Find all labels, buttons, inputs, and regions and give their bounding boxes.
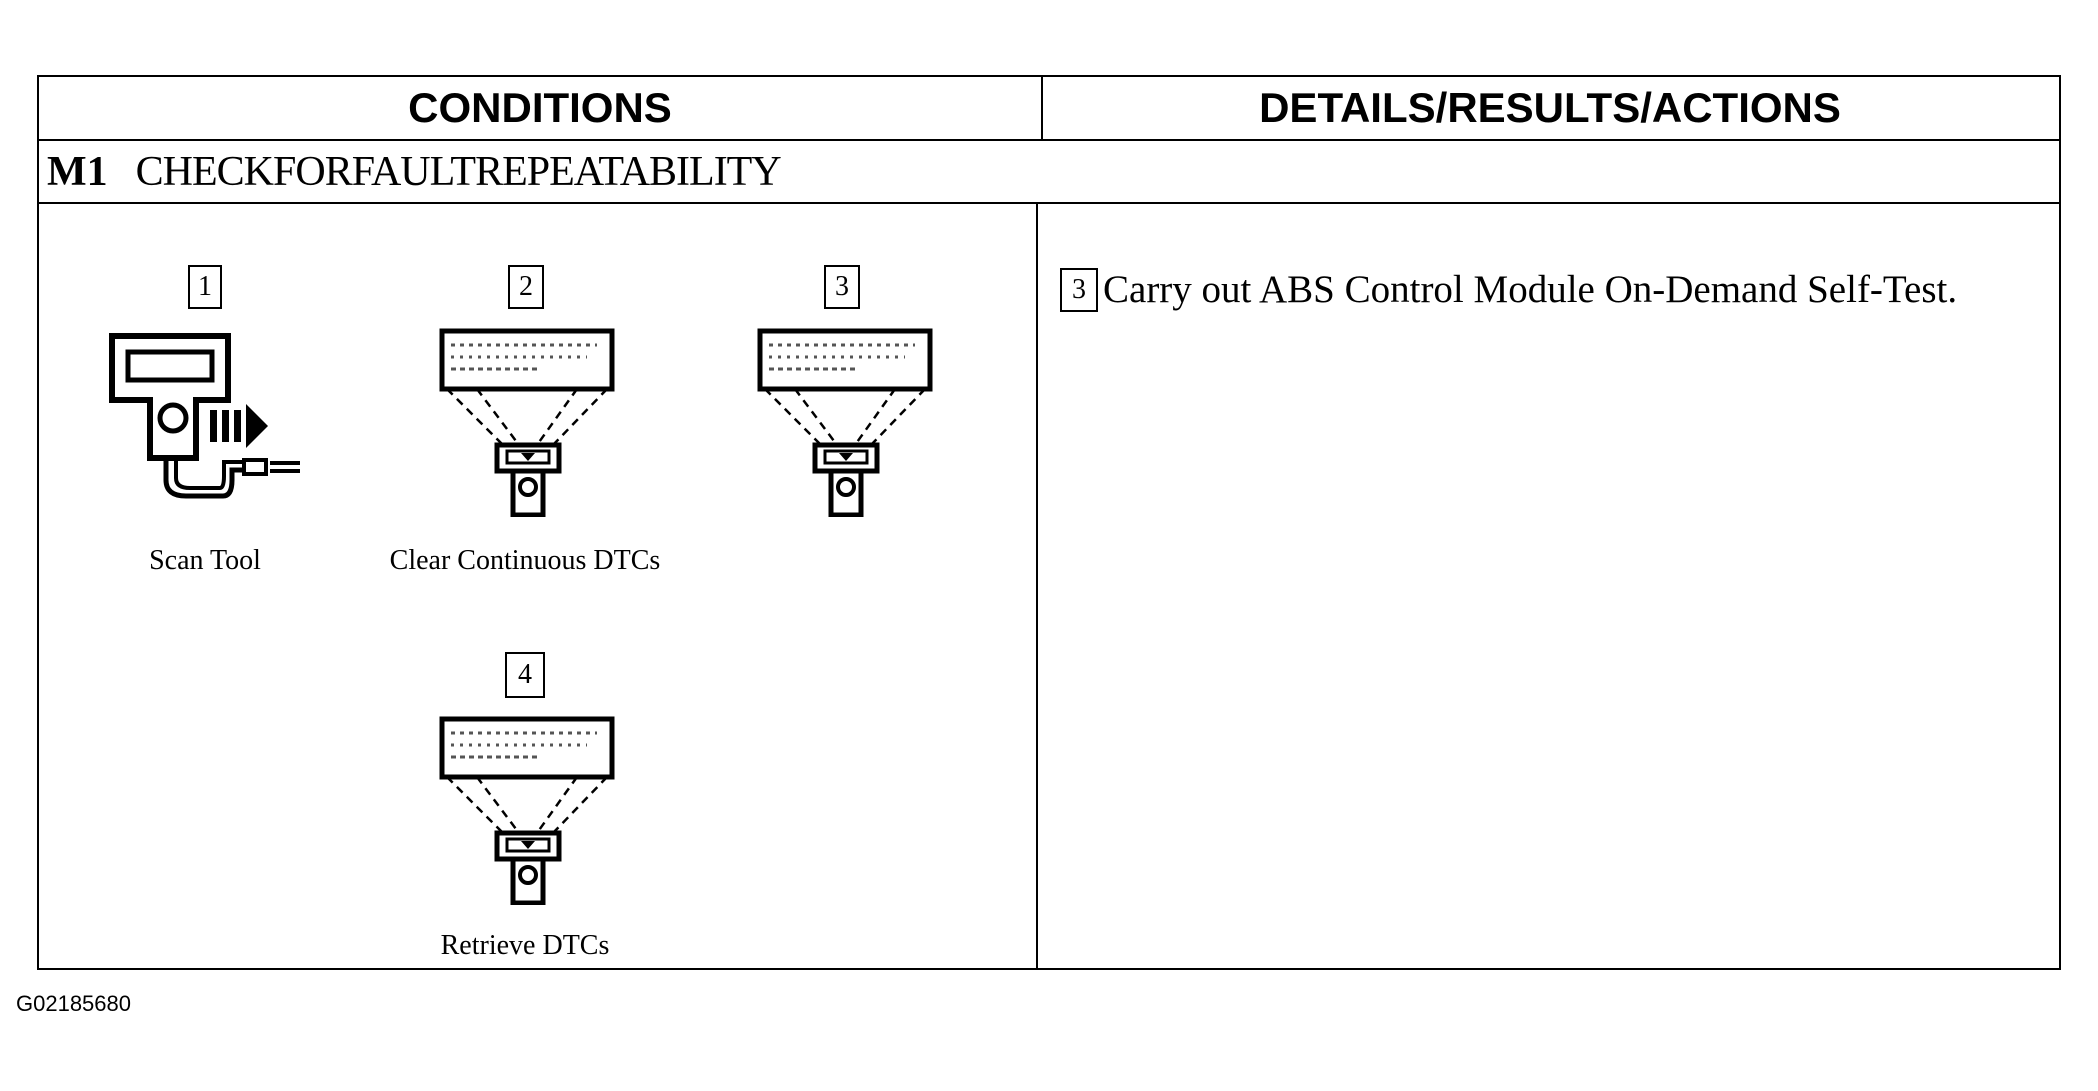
figure-id: G02185680 (16, 991, 131, 1016)
body-divider (1036, 203, 1038, 968)
illustration-1-number: 1 (188, 265, 222, 309)
procedure-table: CONDITIONS DETAILS/RESULTS/ACTIONS M1 CHE… (37, 75, 2061, 970)
illustration-2-caption: Clear Continuous DTCs (389, 545, 661, 576)
action-instruction: Carry out ABS Control Module On-Demand S… (1103, 268, 1958, 311)
illustration-2-number: 2 (508, 265, 544, 309)
retrieve-dtcs-tool-icon (439, 716, 615, 905)
action-step-number: 3 (1060, 268, 1098, 312)
illustration-3-number: 3 (824, 265, 860, 309)
details-header: DETAILS/RESULTS/ACTIONS (1259, 84, 1841, 131)
illustration-4-number: 4 (505, 652, 545, 698)
header-divider (1041, 77, 1043, 139)
header-rule (39, 139, 2059, 141)
dtc-display-tool-icon (439, 328, 615, 517)
step-title: CHECKFORFAULTREPEATABILITY (135, 149, 782, 195)
illustration-4-caption: Retrieve DTCs (440, 930, 610, 961)
step-rule (39, 202, 2059, 204)
step-code: M1 (47, 149, 108, 195)
self-test-tool-icon (757, 328, 933, 517)
conditions-header: CONDITIONS (408, 84, 672, 131)
scan-tool-icon (109, 333, 300, 499)
step-title-row: M1 CHECKFORFAULTREPEATABILITY (47, 141, 782, 203)
illustration-1-caption: Scan Tool (149, 545, 261, 576)
